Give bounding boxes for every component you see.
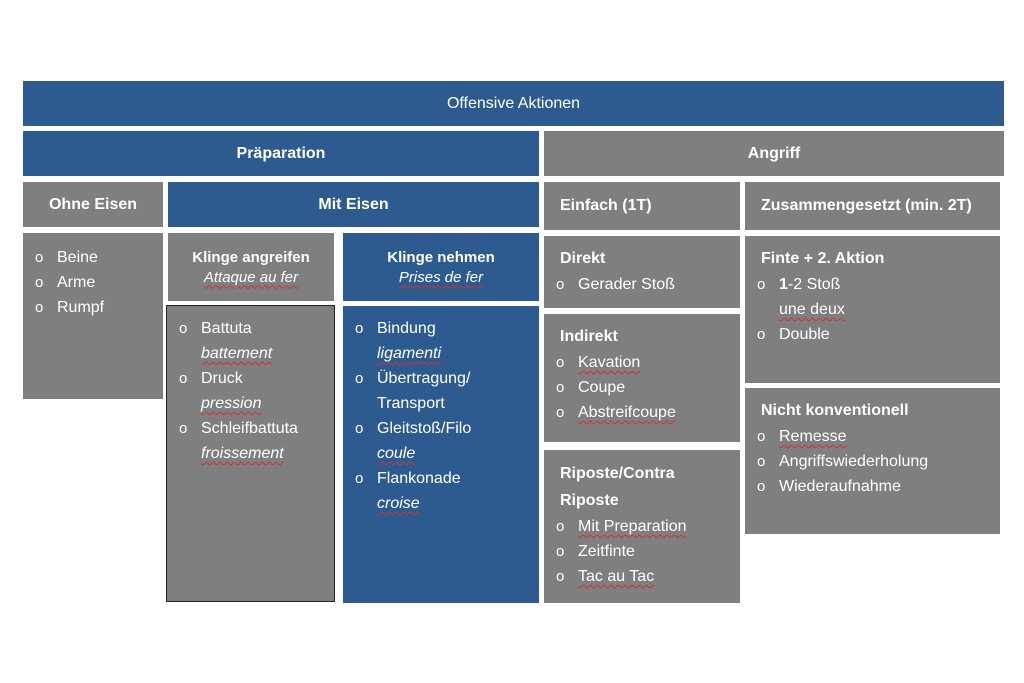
angriff-label: Angriff	[747, 144, 801, 162]
finte-label: Finte + 2. Aktion	[761, 250, 885, 267]
ohne-eisen-label: Ohne Eisen	[48, 195, 138, 213]
klinge-angreifen-header: Klinge angreifen Attaque au fer	[168, 233, 334, 301]
nicht-konventionell-label: Nicht konventionell	[761, 402, 909, 419]
ohne-eisen-header: Ohne Eisen	[23, 182, 163, 227]
einfach-header: Einfach (1T)	[544, 182, 740, 230]
klinge-nehmen-label: Klinge nehmen	[387, 248, 495, 266]
zusammengesetzt-label: Zusammengesetzt (min. 2T)	[761, 197, 972, 214]
riposte-label-line2: Riposte	[560, 492, 619, 509]
praeparation-header: Präparation	[23, 131, 539, 176]
einfach-label: Einfach (1T)	[560, 197, 652, 214]
direkt-label: Direkt	[560, 250, 606, 267]
klinge-nehmen-sub: Prises de fer	[398, 268, 484, 286]
mit-eisen-label: Mit Eisen	[318, 195, 389, 213]
zusammengesetzt-header: Zusammengesetzt (min. 2T)	[745, 182, 1000, 230]
riposte-label-line1: Riposte/Contra	[560, 465, 675, 482]
title-text: Offensive Aktionen	[446, 94, 581, 112]
angriff-header: Angriff	[544, 131, 1004, 176]
klinge-angreifen-label: Klinge angreifen	[192, 248, 310, 266]
klinge-angreifen-sub: Attaque au fer	[203, 268, 299, 286]
indirekt-label: Indirekt	[560, 328, 618, 345]
praeparation-label: Präparation	[236, 144, 326, 162]
klinge-nehmen-header: Klinge nehmen Prises de fer	[343, 233, 539, 301]
offensive-aktionen-header: Offensive Aktionen	[23, 81, 1004, 126]
mit-eisen-header: Mit Eisen	[168, 182, 539, 227]
